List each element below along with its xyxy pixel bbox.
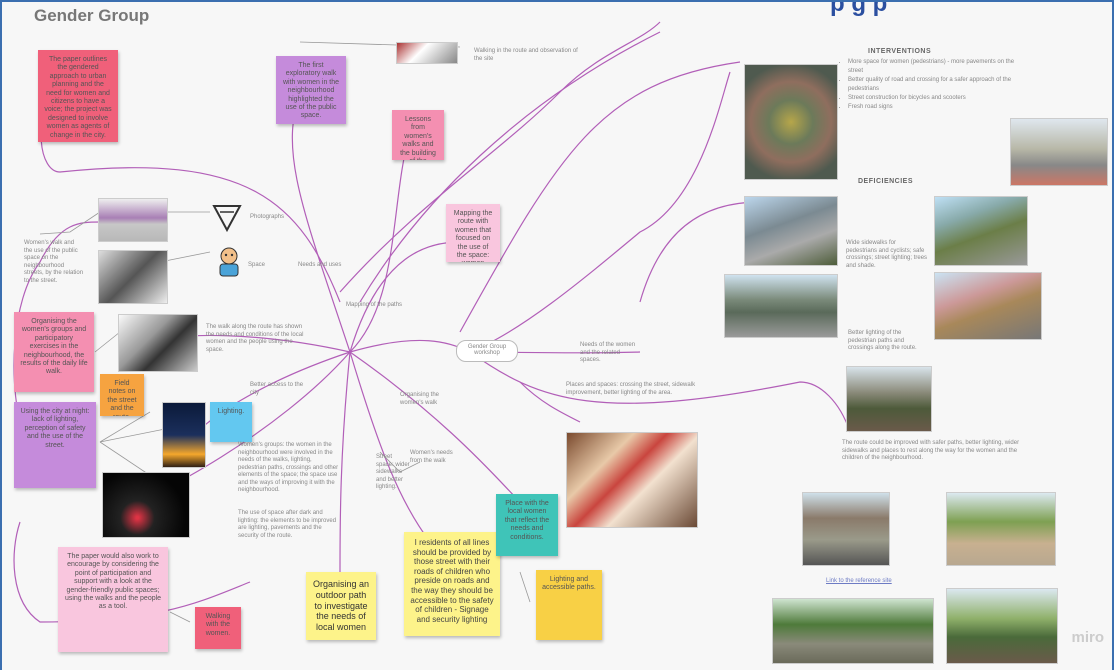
annotation-text: Needs of the women and the related space…	[580, 342, 636, 363]
sticky-note[interactable]: Mapping the route with women that focuse…	[446, 204, 500, 262]
connector	[469, 351, 851, 433]
sticky-note[interactable]: Place with the local women that reflect …	[496, 494, 558, 556]
annotation-text: Organising the women's walk	[400, 392, 440, 406]
list-item: Fresh road signs	[848, 103, 1016, 112]
connector	[349, 339, 471, 353]
sticky-note[interactable]: Lessons from women's walks and the build…	[392, 110, 444, 160]
photo-thumbnail[interactable]	[744, 64, 838, 180]
photo-thumbnail[interactable]	[744, 196, 838, 266]
connector	[379, 451, 421, 473]
connector	[159, 251, 211, 263]
photo-thumbnail[interactable]	[802, 492, 890, 566]
annotation-text: Space	[248, 262, 266, 268]
annotation-text: Needs and uses	[298, 262, 342, 268]
connector	[169, 611, 191, 623]
photo-thumbnail[interactable]	[118, 314, 198, 372]
connector	[39, 211, 101, 235]
annotation-text: Street space: wider sidewalks and better…	[376, 454, 410, 490]
photo-thumbnail[interactable]	[946, 588, 1058, 664]
annotation-text: Women's needs from the walk	[410, 450, 453, 464]
list-item: More space for women (pedestrians) - mor…	[848, 58, 1016, 76]
photo-thumbnail[interactable]	[934, 272, 1042, 340]
window-frame-right	[1112, 2, 1114, 670]
connector	[359, 31, 661, 303]
sticky-note[interactable]: The paper outlines the gendered approach…	[38, 50, 118, 142]
connector	[349, 351, 431, 543]
photo-thumbnail[interactable]	[98, 198, 168, 242]
pencil-icon	[212, 205, 242, 232]
list-item: Street construction for bicycles and sco…	[848, 94, 1016, 103]
sticky-note[interactable]: Field notes on the street and the route.	[100, 374, 144, 416]
connector	[339, 21, 661, 293]
deficiencies-heading: DEFICIENCIES	[858, 178, 914, 185]
sticky-note[interactable]: Walking with the women.	[195, 607, 241, 649]
window-frame-left	[0, 2, 2, 670]
photo-thumbnail[interactable]	[98, 250, 168, 304]
connector	[639, 201, 761, 303]
photo-thumbnail[interactable]	[934, 196, 1028, 266]
connector	[99, 411, 151, 443]
connector	[349, 351, 521, 503]
photo-thumbnail[interactable]	[724, 274, 838, 338]
annotation-text: The route could be improved with safer p…	[842, 440, 1020, 461]
sticky-note[interactable]: Organising an outdoor path to investigat…	[306, 572, 376, 640]
annotation-text: Walking in the route and observation of …	[474, 48, 578, 62]
connector	[469, 71, 731, 353]
sticky-note[interactable]: The first exploratory walk with women in…	[276, 56, 346, 124]
interventions-heading: INTERVENTIONS	[868, 48, 932, 55]
annotation-text: Better access to the city	[250, 382, 304, 396]
annotation-text: Mapping of the paths	[346, 302, 403, 308]
annotation-text: Women's walk and the use of the public s…	[24, 240, 84, 284]
sticky-note[interactable]: The paper would also work to encourage b…	[58, 547, 168, 652]
connector	[94, 331, 121, 353]
connector	[349, 241, 461, 353]
sticky-note[interactable]: Organising the women's groups and partic…	[14, 312, 94, 392]
connector	[459, 61, 741, 333]
reference-link[interactable]: Link to the reference site	[826, 578, 892, 584]
photo-thumbnail[interactable]	[102, 472, 190, 538]
annotation-text: Photographs	[250, 214, 285, 220]
photo-thumbnail[interactable]	[396, 42, 458, 64]
photo-thumbnail[interactable]	[846, 366, 932, 432]
annotation-text: Women's groups: the women in the neighbo…	[238, 442, 339, 493]
photo-thumbnail[interactable]	[772, 598, 934, 664]
central-node[interactable]: Gender Group workshop	[456, 340, 518, 362]
annotation-text: The use of space after dark and lighting…	[238, 510, 337, 539]
interventions-list: More space for women (pedestrians) - mor…	[836, 58, 1016, 112]
sticky-note[interactable]: I residents of all lines should be provi…	[404, 532, 500, 636]
connector	[519, 381, 581, 423]
connector	[291, 91, 351, 353]
annotation-text: Wide sidewalks for pedestrians and cycli…	[846, 240, 928, 269]
sticky-note[interactable]: Lighting.	[210, 402, 252, 442]
sticky-note[interactable]: Using the city at night: lack of lightin…	[14, 402, 96, 488]
sticky-note[interactable]: Lighting and accessible paths.	[536, 570, 602, 640]
photo-thumbnail[interactable]	[946, 492, 1056, 566]
cropped-heading: p g p	[830, 0, 888, 17]
board-title: Gender Group	[34, 6, 150, 25]
connector	[519, 571, 531, 603]
connector	[339, 351, 351, 573]
annotation-text: The walk along the route has shown the n…	[206, 324, 304, 353]
annotation-text: Better lighting of the pedestrian paths …	[848, 330, 917, 351]
cartoon-icon	[219, 247, 239, 277]
list-item: Better quality of road and crossing for …	[848, 76, 1016, 94]
photo-thumbnail[interactable]	[1010, 118, 1108, 186]
miro-logo: miro	[1071, 629, 1104, 646]
annotation-text: Places and spaces: crossing the street, …	[566, 382, 696, 396]
photo-thumbnail[interactable]	[566, 432, 698, 528]
photo-thumbnail[interactable]	[162, 402, 206, 468]
